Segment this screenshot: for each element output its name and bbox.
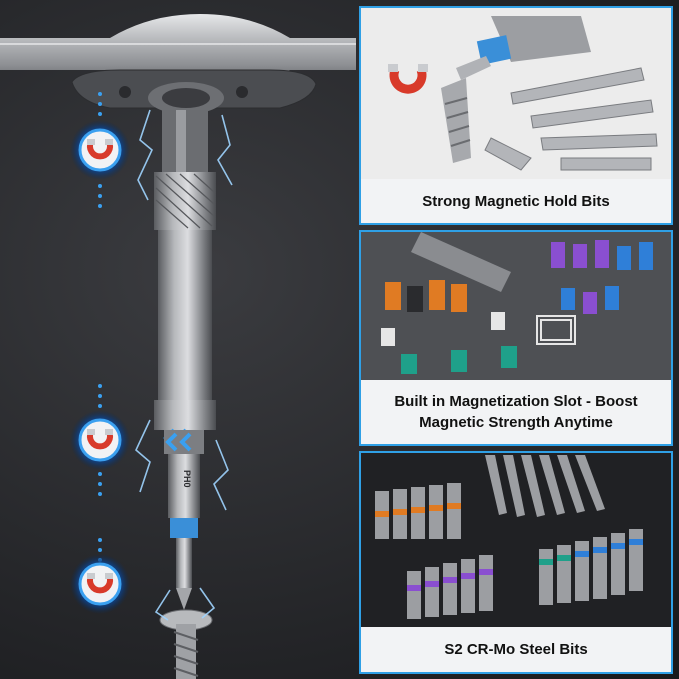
panel-photo-screws [361, 8, 671, 179]
panel-caption: Built in Magnetization Slot - Boost Magn… [361, 380, 671, 444]
panel-magnetization-slot: Built in Magnetization Slot - Boost Magn… [359, 230, 673, 446]
panel-caption: S2 CR-Mo Steel Bits [361, 627, 671, 672]
magnet-badge-middle [70, 410, 130, 470]
panel-photo-bit-set [361, 453, 671, 627]
screwdriver-graphic: PH0 [0, 14, 356, 679]
magnet-icon [87, 140, 113, 160]
panel-caption: Strong Magnetic Hold Bits [361, 179, 671, 223]
panel-steel-bits: S2 CR-Mo Steel Bits [359, 451, 673, 674]
panel-caption-line-1: Built in Magnetization Slot - Boost [394, 393, 638, 410]
magnet-icon [87, 574, 113, 594]
magnet-badge-top [70, 120, 130, 180]
magnet-icon [389, 68, 427, 94]
magnet-badge-bottom [70, 554, 130, 614]
screwdriver-illustration: PH0 [0, 14, 356, 679]
panel-photo-bit-tray [361, 232, 671, 380]
panel-magnetic-hold: Strong Magnetic Hold Bits [359, 6, 673, 225]
panel-caption-line-2: Magnetic Strength Anytime [419, 414, 613, 431]
bit-label: PH0 [182, 470, 192, 488]
magnet-icon [87, 430, 113, 450]
